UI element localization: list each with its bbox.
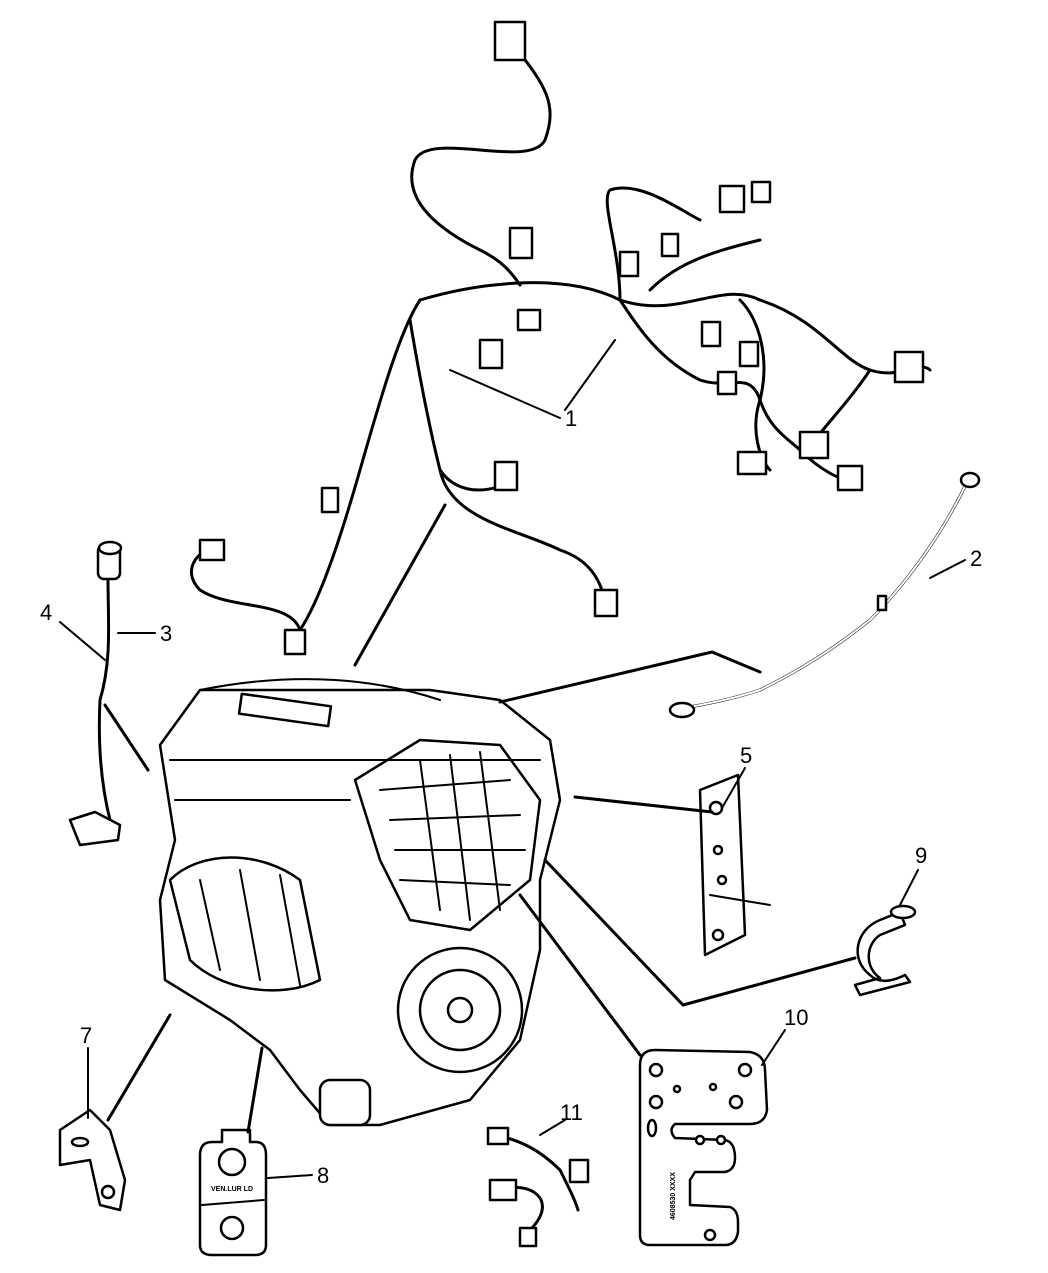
callout-5: 5 xyxy=(740,743,752,768)
callout-3: 3 xyxy=(160,621,172,646)
connector xyxy=(320,486,340,514)
connector xyxy=(736,450,768,476)
connector xyxy=(750,180,772,204)
callout-10: 10 xyxy=(784,1005,808,1030)
bracket-8: VEN.LUR LD xyxy=(198,1128,268,1257)
connector xyxy=(478,338,504,370)
bracket-10: 4608530 XXXX xyxy=(638,1048,769,1247)
oxygen-sensor xyxy=(68,540,123,847)
connector xyxy=(718,184,746,214)
engine-assembly xyxy=(158,678,562,1127)
connector xyxy=(660,232,680,258)
connector xyxy=(516,308,542,332)
leader-lines xyxy=(59,339,966,1179)
bracket-7 xyxy=(58,1108,127,1212)
callout-7: 7 xyxy=(80,1023,92,1048)
bracket-10-marking: 4608530 XXXX xyxy=(670,1172,677,1220)
connector xyxy=(593,588,619,618)
connector xyxy=(283,628,307,656)
harness-11 xyxy=(486,1126,590,1248)
connector xyxy=(198,538,226,562)
bracket-5 xyxy=(698,773,771,957)
bracket-8-marking: VEN.LUR LD xyxy=(211,1186,253,1193)
connector xyxy=(618,250,640,278)
callout-9: 9 xyxy=(915,843,927,868)
callout-11: 11 xyxy=(560,1100,583,1125)
connector xyxy=(893,350,925,384)
wiring-harness xyxy=(189,20,932,656)
callout-1: 1 xyxy=(565,406,577,431)
connector xyxy=(798,430,830,460)
connector xyxy=(836,464,864,492)
callout-8: 8 xyxy=(317,1163,329,1188)
connector xyxy=(738,340,760,368)
connector xyxy=(716,370,738,396)
connector xyxy=(493,20,527,62)
callout-2: 2 xyxy=(970,546,982,571)
clip-9 xyxy=(853,904,917,997)
callout-4: 4 xyxy=(40,600,52,625)
connector xyxy=(700,320,722,348)
connector xyxy=(493,460,519,492)
connector xyxy=(508,226,534,260)
ground-strap xyxy=(668,471,981,719)
